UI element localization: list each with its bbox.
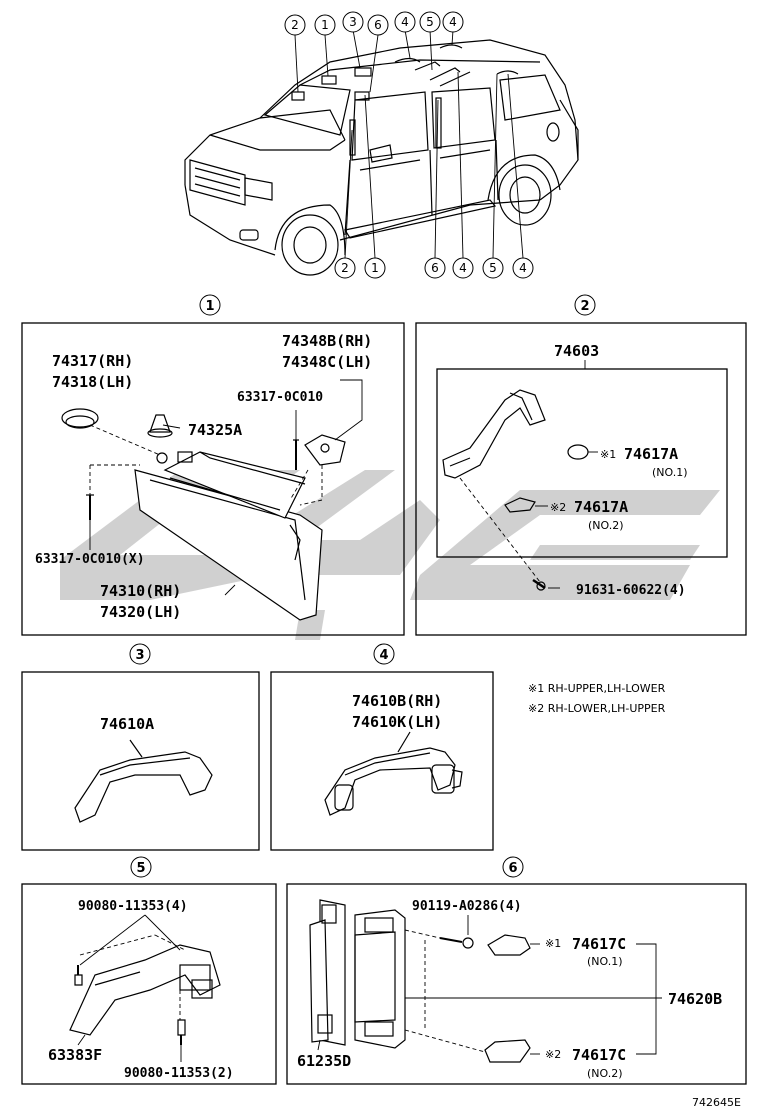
- part-74620b: 74620B: [668, 990, 722, 1008]
- section-2-labels: 74603 ※1 74617A (NO.1) ※2 74617A (NO.2) …: [550, 342, 688, 598]
- svg-text:6: 6: [431, 261, 439, 275]
- note-1: ※1 RH-UPPER,LH-LOWER: [528, 682, 666, 695]
- bracket-63383f-drawing: [69, 944, 221, 1045]
- top-callout-labels: 2 1 3 6 4 5 4: [291, 15, 457, 32]
- part-63317-0c010x: 63317-0C010(X): [35, 552, 145, 567]
- part-74617c-no2: 74617C: [572, 1046, 626, 1064]
- vehicle-overview: [184, 39, 579, 276]
- assist-grip-74603-drawing: [442, 389, 589, 591]
- assist-grip-74603-leaders: [459, 360, 598, 589]
- part-74310: 74310(RH): [100, 582, 181, 600]
- section-2-index: 2: [580, 299, 589, 314]
- section-index-labels: 1 2 3 4 5 6: [135, 299, 589, 876]
- svg-text:(NO.2): (NO.2): [587, 1067, 623, 1080]
- section-3-index: 3: [135, 648, 144, 663]
- section-frames: [21, 322, 747, 1085]
- callout-circles: [129, 11, 596, 878]
- part-90080-11353-top: 90080-11353(4): [78, 899, 188, 914]
- sun-visor-drawing: [61, 408, 346, 621]
- svg-text:2: 2: [291, 18, 299, 32]
- part-74320: 74320(LH): [100, 603, 181, 621]
- overview-leaders: [294, 29, 524, 259]
- part-74603: 74603: [554, 342, 599, 360]
- assist-grip-74620b-drawing: [309, 899, 531, 1063]
- svg-text:2: 2: [341, 261, 349, 275]
- svg-text:4: 4: [519, 261, 527, 275]
- assist-grip-74610a-drawing: [74, 739, 213, 823]
- part-74317: 74317(RH): [52, 352, 133, 370]
- part-90119-a0286: 90119-A0286(4): [412, 899, 522, 914]
- svg-text:※2: ※2: [545, 1048, 561, 1061]
- svg-text:4: 4: [449, 15, 457, 29]
- part-91631-60622: 91631-60622(4): [576, 583, 686, 598]
- diagram-code: 742645E: [692, 1096, 741, 1109]
- bottom-callout-labels: 2 1 6 4 5 4: [341, 261, 527, 275]
- bracket-63383f-leaders: [77, 914, 186, 1062]
- section-5-index: 5: [136, 861, 145, 876]
- part-74318: 74318(LH): [52, 373, 133, 391]
- sun-visor-leaders: [89, 379, 363, 596]
- svg-text:5: 5: [426, 15, 434, 29]
- part-74348c: 74348C(LH): [282, 353, 372, 371]
- note-2: ※2 RH-LOWER,LH-UPPER: [528, 702, 666, 715]
- section-1-labels: 74317(RH) 74318(LH) 74348B(RH) 74348C(LH…: [35, 332, 372, 621]
- svg-text:6: 6: [374, 18, 382, 32]
- svg-text:※2: ※2: [550, 501, 566, 514]
- part-63383f: 63383F: [48, 1046, 102, 1064]
- part-74617a-no1: 74617A: [624, 445, 678, 463]
- section-4-index: 4: [379, 648, 388, 663]
- svg-text:1: 1: [371, 261, 379, 275]
- section-6-index: 6: [508, 861, 517, 876]
- part-74348b: 74348B(RH): [282, 332, 372, 350]
- assist-grip-74620b-leaders: [317, 915, 662, 1055]
- svg-text:※1: ※1: [545, 937, 561, 950]
- part-90080-11353-bottom: 90080-11353(2): [124, 1066, 234, 1081]
- part-61235d: 61235D: [297, 1052, 351, 1070]
- section-1-index: 1: [205, 299, 214, 314]
- assist-grip-74610b-drawing: [324, 731, 463, 816]
- part-74325a: 74325A: [188, 421, 242, 439]
- part-74610b: 74610B(RH): [352, 692, 442, 710]
- svg-text:(NO.1): (NO.1): [652, 466, 688, 479]
- part-74617c-no1: 74617C: [572, 935, 626, 953]
- part-74610a: 74610A: [100, 715, 154, 733]
- part-74610k: 74610K(LH): [352, 713, 442, 731]
- svg-text:※1: ※1: [600, 448, 616, 461]
- svg-text:5: 5: [489, 261, 497, 275]
- svg-text:1: 1: [321, 18, 329, 32]
- section-6-labels: 90119-A0286(4) ※1 74617C (NO.1) 74620B 6…: [297, 899, 722, 1080]
- svg-text:3: 3: [349, 15, 357, 29]
- svg-text:(NO.1): (NO.1): [587, 955, 623, 968]
- part-63317-0c010: 63317-0C010: [237, 390, 323, 405]
- svg-text:(NO.2): (NO.2): [588, 519, 624, 532]
- part-74617a-no2: 74617A: [574, 498, 628, 516]
- svg-text:4: 4: [401, 15, 409, 29]
- svg-text:4: 4: [459, 261, 467, 275]
- section-5-labels: 90080-11353(4) 63383F 90080-11353(2): [48, 899, 234, 1081]
